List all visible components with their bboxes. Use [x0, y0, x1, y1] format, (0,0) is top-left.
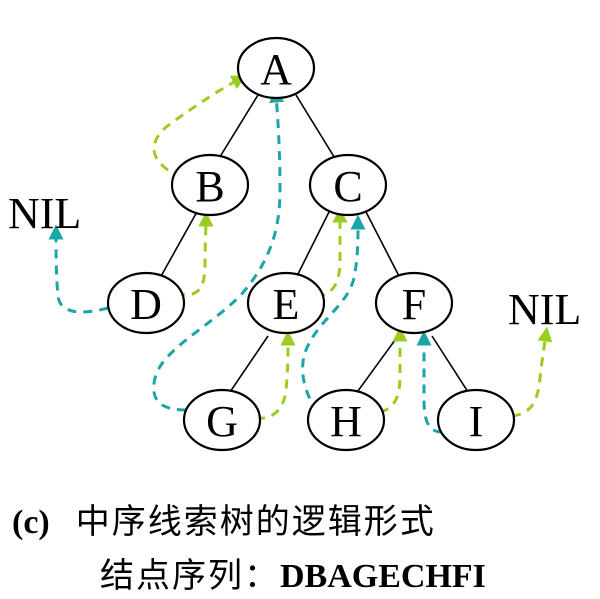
node-i-label: I: [469, 397, 484, 446]
tree-edges: [159, 94, 471, 396]
node-d: D: [106, 271, 186, 335]
edge-f-h: [354, 335, 399, 396]
edge-a-c: [295, 94, 337, 161]
thread-h-to-c: [301, 214, 366, 413]
node-b-label: B: [195, 162, 224, 211]
node-a: A: [236, 36, 316, 100]
node-e-label: E: [273, 280, 300, 329]
edge-b-d: [159, 209, 199, 279]
edge-e-g: [227, 335, 269, 396]
sequence-label: 结点序列：: [100, 556, 280, 596]
node-g: G: [182, 388, 262, 452]
node-c-label: C: [333, 162, 362, 211]
edge-c-f: [364, 209, 401, 279]
edge-c-e: [295, 209, 331, 279]
sequence-value: DBAGECHFI: [280, 558, 486, 595]
node-f-label: F: [402, 280, 426, 329]
thread-lines: [48, 75, 553, 434]
caption-line-2: 结点序列：DBAGECHFI: [100, 548, 486, 597]
caption-title: 中序线索树的逻辑形式: [75, 502, 436, 542]
thread-i-to-f: [416, 330, 443, 434]
tree-nodes: A B C D E F G H: [106, 36, 516, 452]
edge-a-b: [217, 94, 259, 161]
node-h: H: [306, 388, 386, 452]
node-a-label: A: [260, 45, 292, 94]
caption-line-1: (c) 中序线索树的逻辑形式: [12, 494, 436, 543]
thread-d-to-b: [175, 211, 214, 297]
thread-g-to-e: [255, 330, 296, 420]
nil-left-label: NIL: [8, 189, 81, 238]
node-c: C: [308, 153, 388, 217]
node-g-label: G: [206, 397, 238, 446]
node-b: B: [170, 153, 250, 217]
node-h-label: H: [330, 397, 362, 446]
thread-d-to-nil: [48, 224, 109, 314]
node-f: F: [374, 271, 454, 335]
thread-g-to-a: [152, 87, 285, 412]
node-e: E: [246, 271, 326, 335]
edge-f-i: [431, 335, 471, 396]
thread-i-to-nil: [511, 326, 553, 418]
thread-b-to-a: [152, 75, 247, 172]
nil-right-label: NIL: [508, 285, 581, 334]
thread-e-to-c: [315, 207, 348, 298]
node-i: I: [436, 388, 516, 452]
caption-tag: (c): [12, 504, 50, 541]
node-d-label: D: [130, 280, 162, 329]
